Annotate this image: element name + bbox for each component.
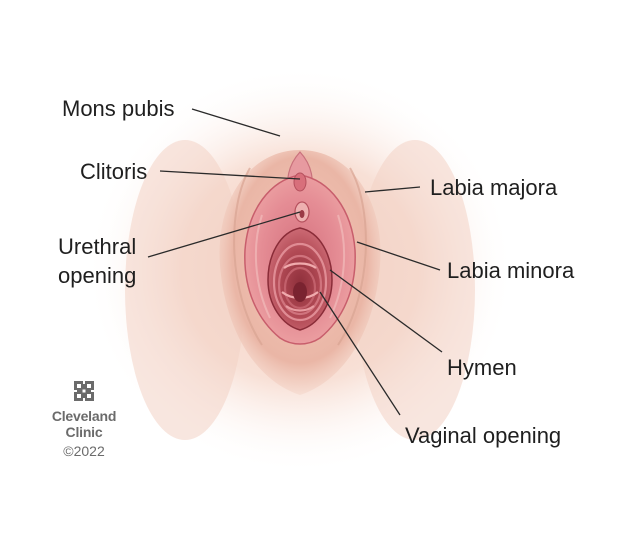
label-urethral-opening-line1: Urethral (58, 234, 137, 259)
brand-copyright: ©2022 (63, 443, 105, 459)
leader-labia-majora (364, 186, 421, 193)
hymen-rings (272, 242, 328, 322)
clitoris-glans (293, 172, 307, 192)
leader-lines (147, 108, 443, 416)
labia-majora-crease-right (337, 167, 367, 346)
label-clitoris: Clitoris (80, 159, 148, 184)
leader-hymen (329, 269, 443, 353)
brand-name-line2: Clinic (65, 424, 103, 440)
leader-urethral-opening (147, 211, 301, 258)
leader-mons-pubis (191, 108, 281, 137)
label-labia-minora: Labia minora (447, 258, 575, 283)
leader-labia-minora (356, 241, 441, 271)
labia-majora-crease-left (233, 167, 263, 346)
labia-minora-fold-left (254, 214, 271, 319)
leader-vaginal-opening (319, 291, 401, 416)
label-labia-majora: Labia majora (430, 175, 558, 200)
labia-minora-fold-right (329, 214, 346, 319)
label-mons-pubis: Mons pubis (62, 96, 175, 121)
cleveland-clinic-brand: Cleveland Clinic ©2022 (44, 380, 124, 460)
thigh-shading-left (125, 140, 245, 440)
leader-clitoris (159, 170, 301, 180)
label-hymen: Hymen (447, 355, 517, 380)
label-urethral-opening-line2: opening (58, 263, 137, 288)
thigh-shading-right (355, 140, 475, 440)
brand-name-line1: Cleveland (51, 408, 117, 424)
cleveland-clinic-cross-logo-icon (74, 381, 94, 401)
label-vaginal-opening: Vaginal opening (405, 423, 562, 448)
